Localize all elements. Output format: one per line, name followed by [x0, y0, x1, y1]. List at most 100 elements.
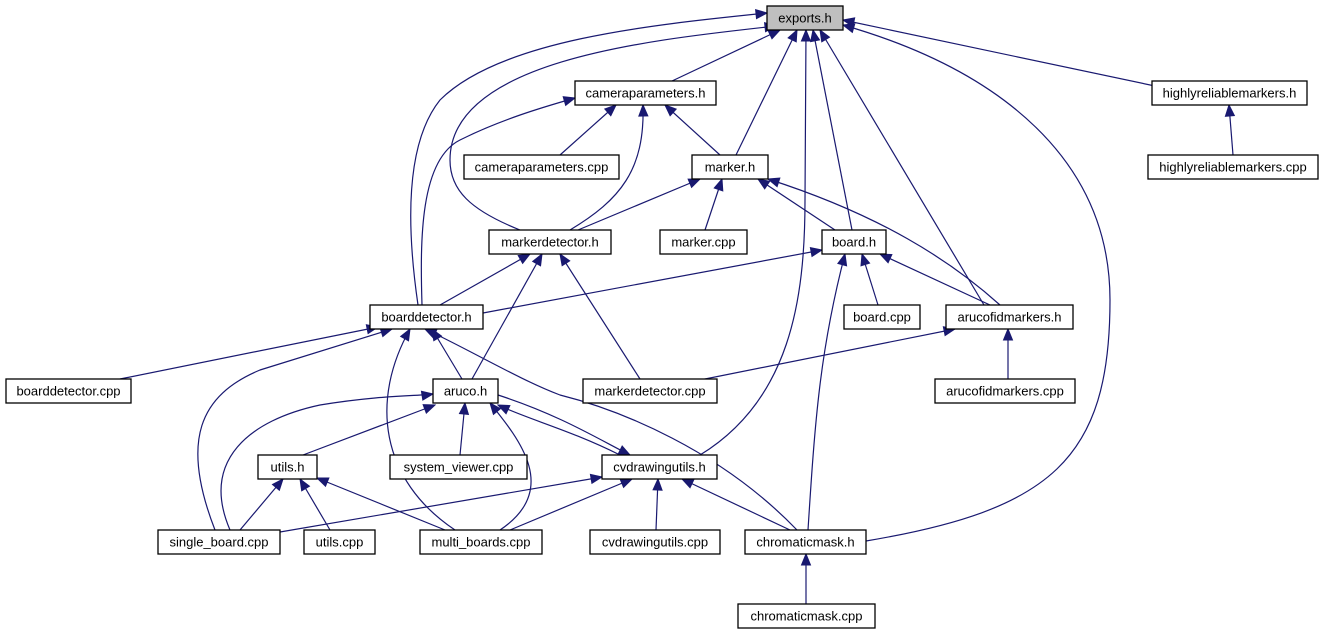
- edge-line: [757, 178, 836, 231]
- arrowhead: [422, 404, 437, 414]
- arrowhead: [800, 552, 812, 566]
- edge-multi_boards_cpp-to-boarddetector_h: [386, 327, 456, 531]
- node-utils-h[interactable]: utils.h: [257, 454, 318, 480]
- node-marker-cpp[interactable]: marker.cpp: [659, 229, 748, 255]
- edge-line: [699, 29, 807, 456]
- edge-line: [699, 328, 956, 381]
- arrowhead: [1224, 103, 1236, 117]
- edge-cameraparameters_cpp-to-cameraparameters_h: [559, 104, 617, 156]
- edge-line: [386, 328, 456, 531]
- node-label: aruco.h: [444, 384, 487, 399]
- edge-line: [424, 328, 798, 531]
- node-boarddetector-h[interactable]: boarddetector.h: [369, 304, 484, 330]
- edge-line: [449, 25, 777, 231]
- edge-line: [482, 249, 823, 314]
- node-label: cvdrawingutils.h: [613, 460, 706, 475]
- edge-arucofidmarkers_h-to-exports_h: [819, 28, 985, 306]
- edge-boarddetector_cpp-to-boarddetector_h: [119, 324, 380, 380]
- node-exports-h[interactable]: exports.h: [766, 5, 844, 31]
- node-box: [582, 378, 718, 404]
- arrowhead: [652, 477, 663, 491]
- node-cameraparameters-cpp[interactable]: cameraparameters.cpp: [463, 154, 620, 180]
- edge-line: [842, 24, 1111, 542]
- node-box: [157, 529, 281, 555]
- node-cvdrawingutils-h[interactable]: cvdrawingutils.h: [601, 454, 718, 480]
- node-chromaticmask-h[interactable]: chromaticmask.h: [744, 529, 867, 555]
- node-box: [369, 304, 484, 330]
- edge-boarddetector_h-to-board_h: [482, 246, 824, 314]
- arrowhead: [399, 327, 411, 342]
- node-chromaticmask-cpp[interactable]: chromaticmask.cpp: [737, 603, 876, 629]
- arrowhead: [531, 252, 543, 267]
- node-label: utils.h: [271, 460, 305, 475]
- edge-line: [681, 478, 791, 531]
- edge-line: [410, 12, 768, 306]
- node-board-cpp[interactable]: board.cpp: [843, 304, 921, 330]
- edge-line: [302, 404, 436, 456]
- node-marker-h[interactable]: marker.h: [691, 154, 769, 180]
- edge-arucofidmarkers_h-to-marker_h: [766, 177, 1001, 306]
- arrowhead: [787, 28, 798, 43]
- node-single-board-cpp[interactable]: single_board.cpp: [157, 529, 281, 555]
- node-board-h[interactable]: board.h: [821, 229, 887, 255]
- edge-layer: [119, 8, 1236, 604]
- edge-cvdrawingutils_cpp-to-cvdrawingutils_h: [652, 477, 663, 531]
- edge-cvdrawingutils_h-to-aruco_h: [496, 404, 621, 456]
- node-label: arucofidmarkers.cpp: [946, 384, 1064, 399]
- node-utils-cpp[interactable]: utils.cpp: [303, 529, 376, 555]
- edge-cameraparameters_h-to-exports_h: [671, 29, 782, 82]
- edge-highlyreliablemarkers_h-to-exports_h: [841, 17, 1156, 87]
- node-label: cameraparameters.cpp: [475, 160, 609, 175]
- node-box: [934, 378, 1076, 404]
- node-highlyreliablemarkers-h[interactable]: highlyreliablemarkers.h: [1151, 80, 1308, 106]
- node-box: [744, 529, 867, 555]
- arrowhead: [800, 28, 812, 42]
- arrowhead: [1002, 327, 1014, 341]
- node-label: board.cpp: [853, 310, 911, 325]
- edge-system_viewer_cpp-to-aruco_h: [458, 401, 470, 456]
- arrowhead: [603, 104, 617, 117]
- node-box: [389, 454, 528, 480]
- node-box: [463, 154, 620, 180]
- node-label: markerdetector.cpp: [594, 384, 705, 399]
- node-system-viewer-cpp[interactable]: system_viewer.cpp: [389, 454, 528, 480]
- node-box: [1147, 154, 1319, 180]
- edge-line: [439, 253, 531, 306]
- edge-marker_h-to-cameraparameters_h: [664, 104, 721, 156]
- node-label: cameraparameters.h: [586, 86, 706, 101]
- arrowhead: [664, 104, 678, 117]
- edge-line: [279, 476, 603, 533]
- edge-line: [879, 253, 991, 306]
- node-aruco-h[interactable]: aruco.h: [432, 378, 499, 404]
- edge-line: [197, 328, 393, 531]
- node-box: [1151, 80, 1308, 106]
- edge-boarddetector_h-to-exports_h: [410, 8, 769, 306]
- node-boarddetector-cpp[interactable]: boarddetector.cpp: [5, 378, 132, 404]
- arrowhead: [299, 477, 311, 492]
- edge-line: [509, 478, 633, 531]
- arrowhead: [680, 478, 695, 489]
- node-label: multi_boards.cpp: [432, 535, 531, 550]
- node-box: [843, 304, 921, 330]
- edge-line: [735, 29, 798, 156]
- edge-line: [420, 97, 576, 306]
- node-cameraparameters-h[interactable]: cameraparameters.h: [574, 80, 717, 106]
- node-cvdrawingutils-cpp[interactable]: cvdrawingutils.cpp: [589, 529, 721, 555]
- node-label: chromaticmask.cpp: [751, 609, 863, 624]
- node-label: utils.cpp: [316, 535, 364, 550]
- edge-line: [569, 104, 644, 231]
- arrowhead: [687, 178, 702, 189]
- node-highlyreliablemarkers-cpp[interactable]: highlyreliablemarkers.cpp: [1147, 154, 1319, 180]
- arrowhead: [809, 246, 824, 258]
- edge-line: [559, 253, 641, 380]
- node-label: board.h: [832, 235, 876, 250]
- node-markerdetector-h[interactable]: markerdetector.h: [488, 229, 612, 255]
- edge-single_board_cpp-to-aruco_h: [220, 390, 435, 531]
- node-markerdetector-cpp[interactable]: markerdetector.cpp: [582, 378, 718, 404]
- node-multi-boards-cpp[interactable]: multi_boards.cpp: [419, 529, 543, 555]
- arrowhead: [496, 404, 511, 415]
- node-arucofidmarkers-cpp[interactable]: arucofidmarkers.cpp: [934, 378, 1076, 404]
- node-arucofidmarkers-h[interactable]: arucofidmarkers.h: [945, 304, 1074, 330]
- edge-markerdetector_h-to-exports_h: [449, 22, 778, 231]
- edge-line: [119, 326, 379, 380]
